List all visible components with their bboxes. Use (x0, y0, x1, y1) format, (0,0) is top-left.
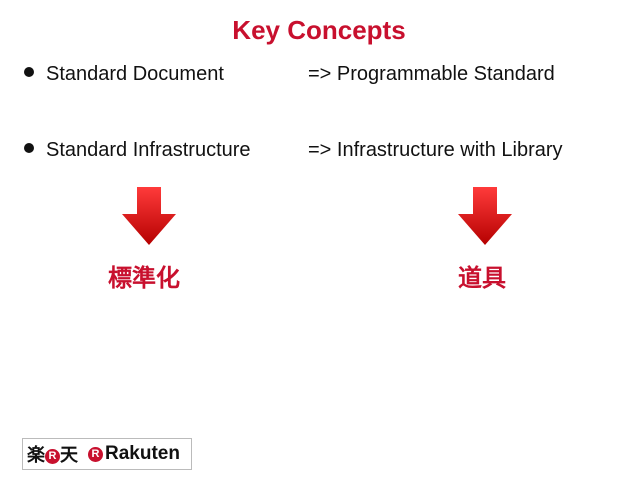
bullet-dot (24, 143, 34, 153)
r-mark-icon: R (88, 446, 103, 462)
tools-label: 道具 (458, 264, 506, 292)
bullet-right-text: => Programmable Standard (308, 63, 555, 85)
bullet-right-text: => Infrastructure with Library (308, 139, 563, 161)
logo-en: R Rakuten (88, 443, 180, 465)
logo-jp-right: 天 (60, 445, 78, 466)
logo-jp-left: 楽 (27, 445, 45, 466)
down-arrow-icon (122, 187, 176, 245)
standardization-label: 標準化 (108, 264, 180, 292)
logo-en-text: Rakuten (105, 443, 180, 464)
down-arrow-icon (458, 187, 512, 245)
r-mark-icon: R (45, 448, 60, 464)
bullet-left-text: Standard Document (46, 63, 224, 85)
bullet-dot (24, 67, 34, 77)
bullet-left-text: Standard Infrastructure (46, 139, 251, 161)
slide-title: Key Concepts (232, 15, 406, 45)
